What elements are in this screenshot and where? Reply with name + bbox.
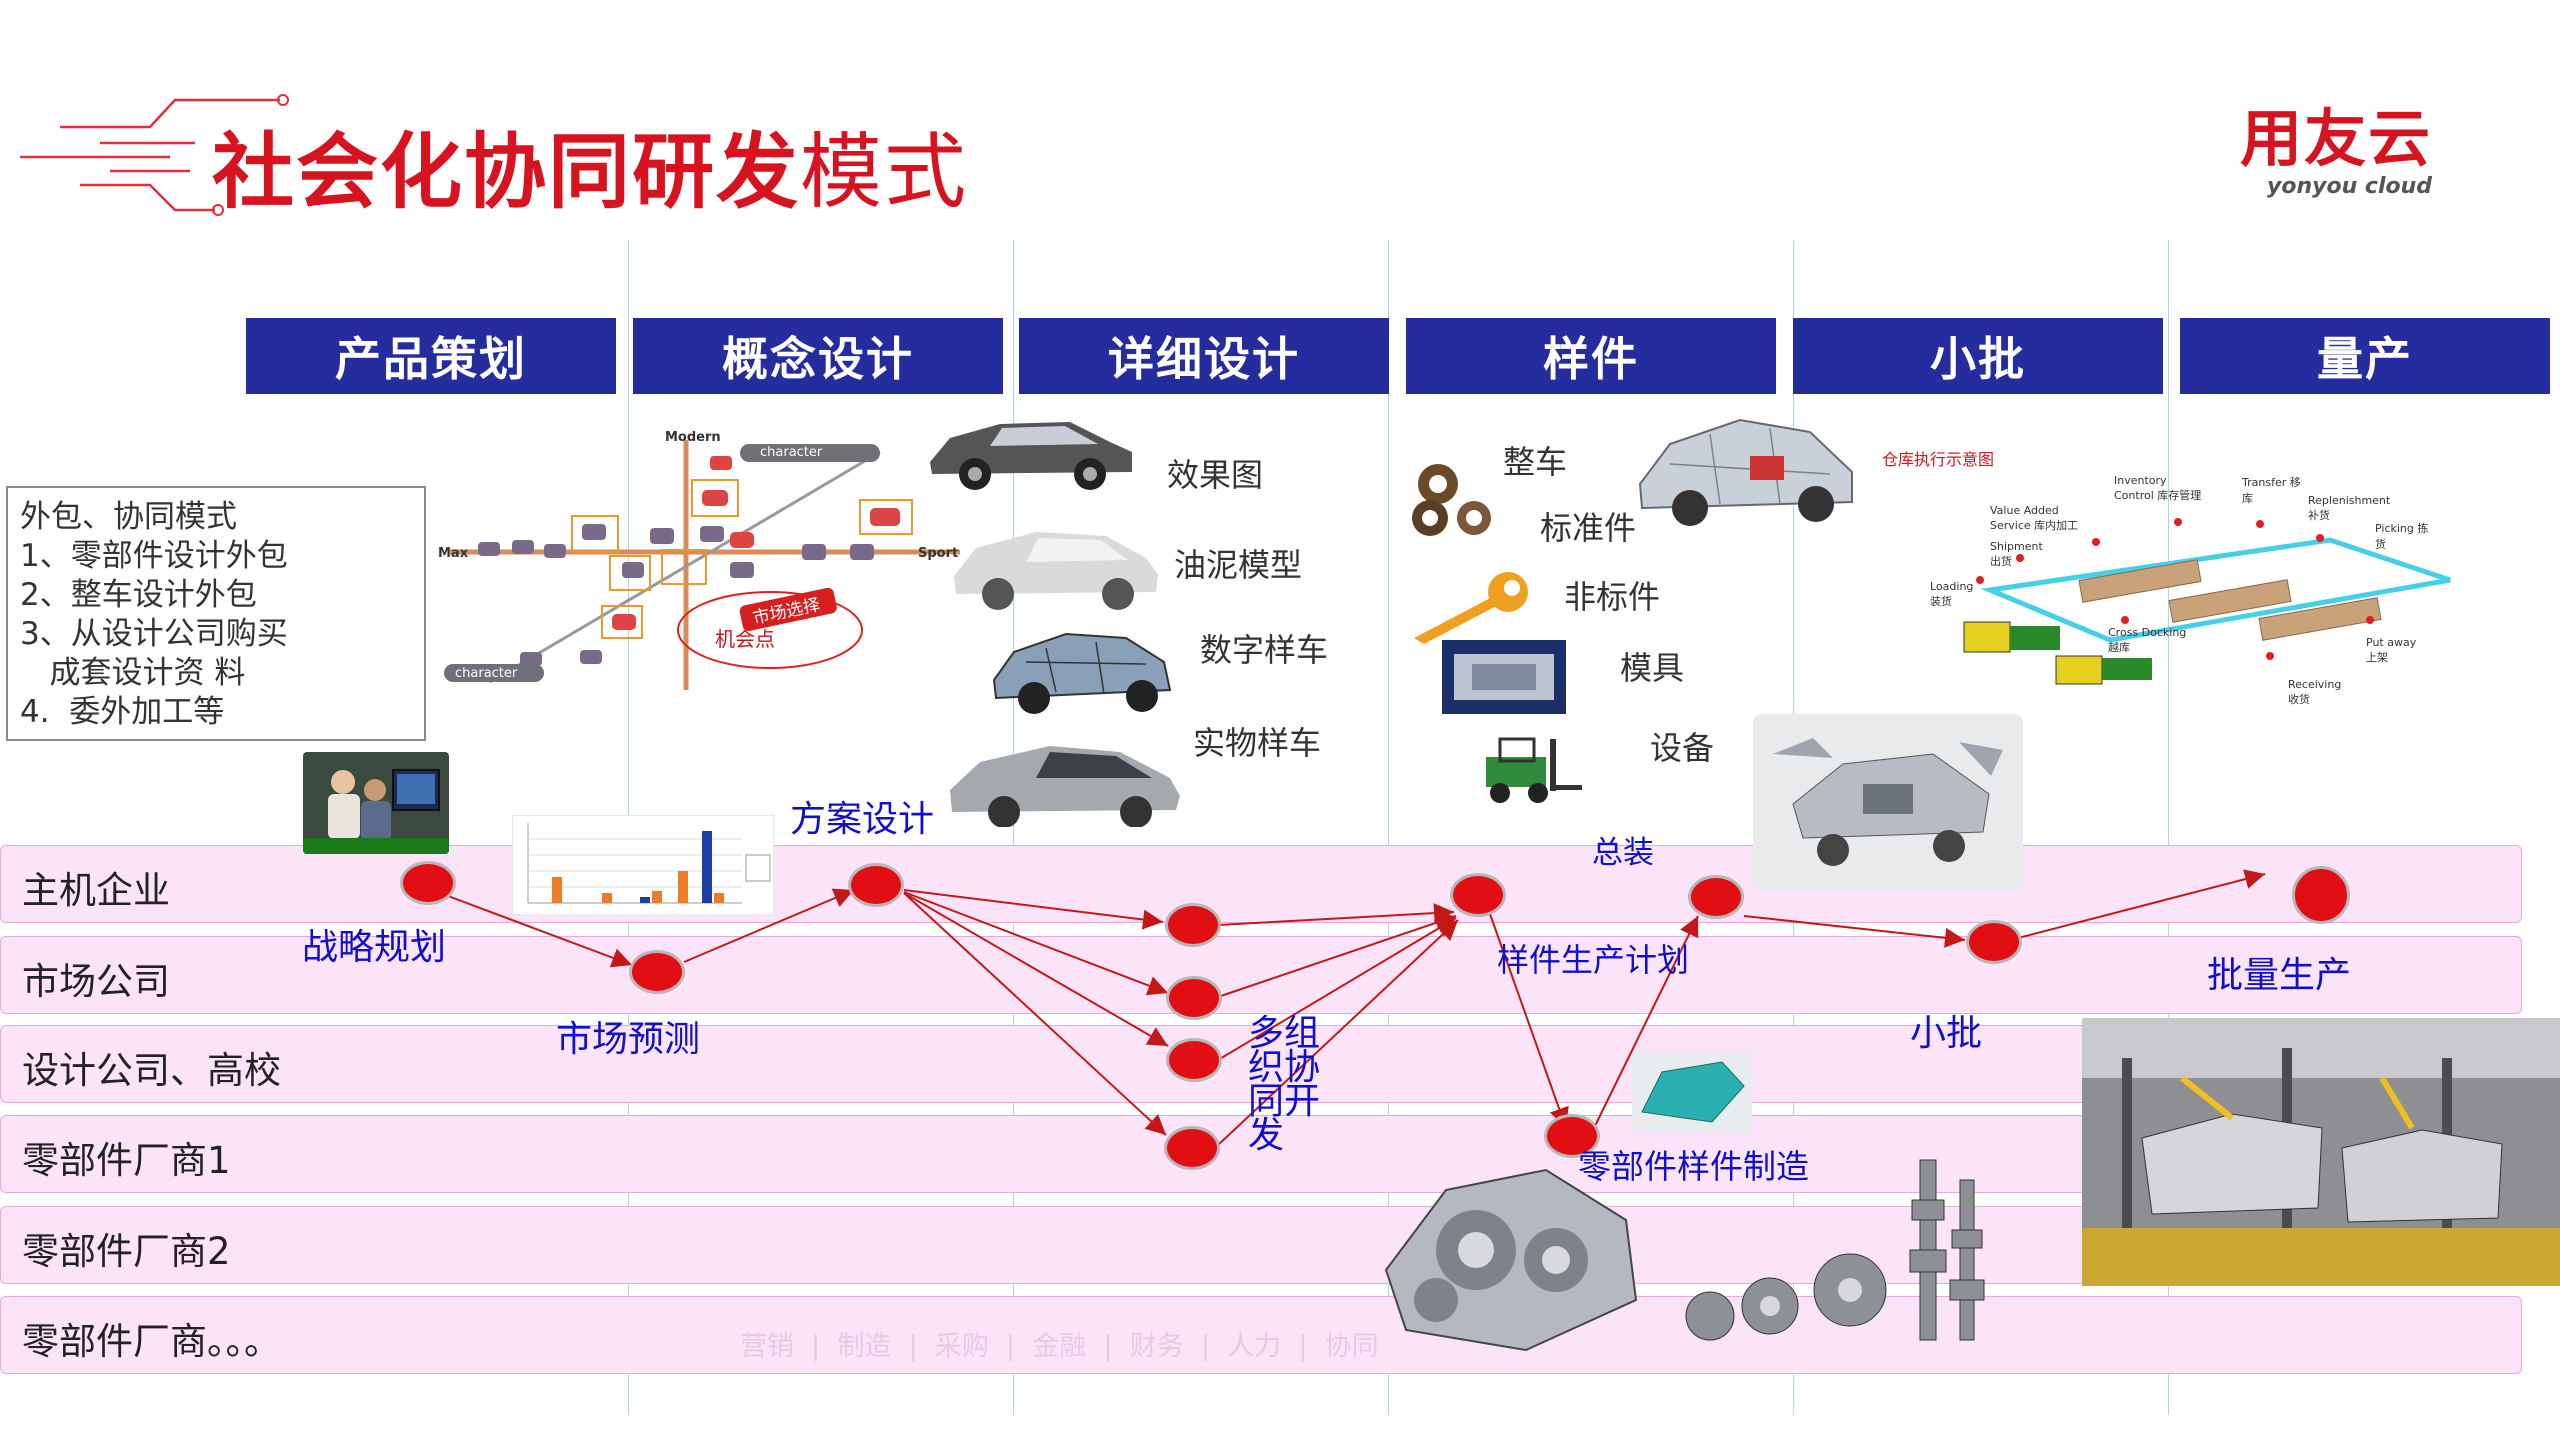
detail-item-label: 效果图 — [1167, 456, 1264, 494]
lane-market — [0, 936, 2522, 1014]
lane-label: 零部件厂商2 — [22, 1230, 231, 1273]
assembly-exploded-car-image — [1753, 714, 2023, 890]
process-node-collab-1 — [1165, 903, 1221, 947]
warehouse-execution-diagram: 仓库执行示意图 Inventory Control 库存管理 Transfer … — [1870, 440, 2470, 710]
detail-item-label: 数字样车 — [1200, 631, 1329, 669]
phase-divider — [1388, 240, 1389, 1415]
sample-item-label: 标准件 — [1540, 509, 1637, 547]
lane-label: 零部件厂商1 — [22, 1139, 231, 1182]
process-node-collab-4 — [1164, 1126, 1220, 1170]
phase-divider — [1013, 240, 1014, 1415]
process-node-small-batch — [1966, 920, 2022, 964]
lane-label: 市场公司 — [22, 960, 170, 1003]
lane-label: 主机企业 — [22, 869, 170, 912]
process-label: 零部件样件制造 — [1578, 1147, 1809, 1186]
physical-prototype-image — [950, 746, 1180, 827]
phase-divider — [2168, 240, 2169, 1415]
header-decoration — [20, 94, 289, 216]
gearbox-image — [1384, 1168, 1638, 1352]
phase-header-detail-design: 详细设计 — [1019, 318, 1389, 394]
lane-supplier-n — [0, 1296, 2522, 1374]
page-title: 社会化协同研发模式 — [212, 125, 969, 220]
digital-prototype-image — [992, 632, 1172, 714]
process-label: 样件生产计划 — [1497, 941, 1690, 979]
process-node-collab-3 — [1166, 1038, 1222, 1082]
phase-header-product-planning: 产品策划 — [246, 318, 616, 394]
sample-item-label: 整车 — [1503, 443, 1568, 481]
lane-label: 零部件厂商。。。 — [22, 1320, 281, 1363]
vehicle-cutaway-image — [1638, 418, 1853, 526]
concept-positioning-chart: Modern Sport Max character character 市场选… — [438, 430, 960, 690]
transmission-gears-image — [1685, 1159, 1985, 1341]
process-node-forecast — [629, 950, 685, 994]
factory-production-line-photo — [2082, 1018, 2560, 1286]
sample-item-label: 设备 — [1650, 729, 1715, 767]
process-node-mass — [2292, 866, 2350, 924]
process-label: 总装 — [1592, 835, 1654, 871]
mold-image — [1442, 640, 1566, 714]
process-node-strategy — [400, 861, 456, 905]
process-node-collab-2 — [1166, 976, 1222, 1020]
clay-model-image — [954, 532, 1158, 610]
process-label-multi: 多组 织协 同开 发 — [1248, 1013, 1321, 1156]
forklift-image — [1486, 737, 1582, 803]
process-label: 方案设计 — [790, 799, 935, 840]
sample-item-label: 非标件 — [1564, 578, 1661, 616]
process-node-scheme — [848, 863, 904, 907]
wrench-part-image — [1414, 572, 1528, 644]
strategy-meeting-photo — [303, 752, 449, 854]
process-label: 战略规划 — [302, 927, 447, 968]
process-label: 小批 — [1910, 1013, 1983, 1054]
sample-item-label: 模具 — [1620, 649, 1685, 687]
car-rendering-image — [930, 422, 1132, 490]
phase-header-small-batch: 小批 — [1793, 318, 2163, 394]
detail-item-label: 实物样车 — [1193, 724, 1322, 762]
detail-item-label: 油泥模型 — [1174, 546, 1303, 584]
sample-part-image — [1632, 1052, 1752, 1132]
process-label: 市场预测 — [556, 1019, 701, 1060]
outsourcing-note-box: 外包、协同模式 1、零部件设计外包 2、整车设计外包 3、从设计公司购买 成套设… — [6, 486, 426, 741]
watermark-menu: 营销 | 制造 | 采购 | 金融 | 财务 | 人力 | 协同 — [740, 1331, 1379, 1362]
bearings-image — [1412, 464, 1491, 536]
phase-header-sample: 样件 — [1406, 318, 1776, 394]
process-node-sample-plan — [1450, 873, 1506, 917]
yonyou-logo: 用友云 yonyou cloud — [2240, 102, 2433, 200]
process-label: 批量生产 — [2207, 955, 2352, 996]
market-bar-chart-thumbnail — [512, 815, 774, 915]
process-node-assembly — [1688, 875, 1744, 919]
process-node-sample-make — [1544, 1114, 1600, 1158]
phase-header-concept-design: 概念设计 — [633, 318, 1003, 394]
phase-header-mass-production: 量产 — [2180, 318, 2550, 394]
lane-label: 设计公司、高校 — [22, 1049, 281, 1092]
